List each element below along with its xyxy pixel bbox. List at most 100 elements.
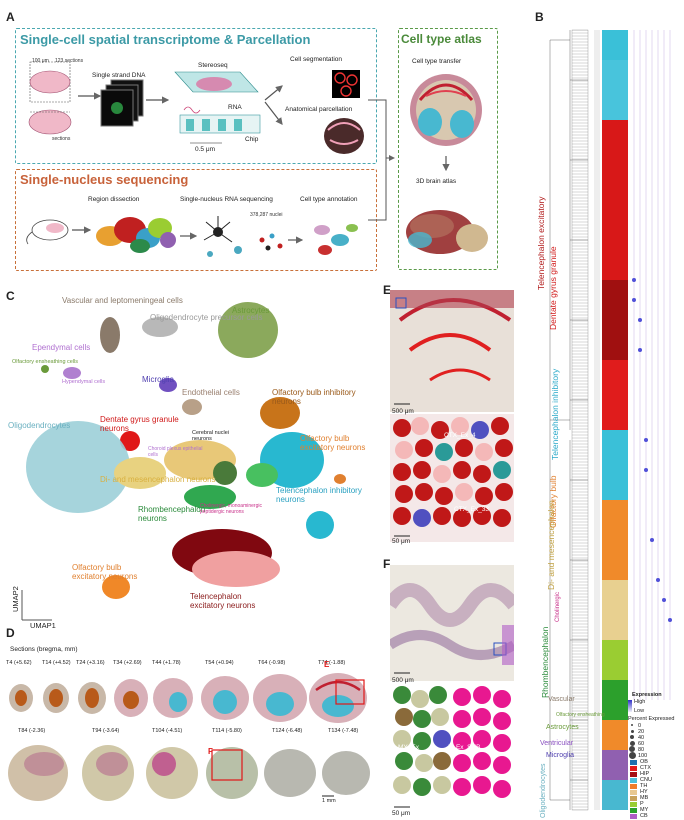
section-label-t54: T54 (+0.94): [205, 660, 234, 666]
brain-sketch-top: [28, 61, 72, 135]
label-celltransfer: Cell type transfer: [412, 58, 462, 65]
label-100um: 100 μm: [32, 58, 49, 64]
stereoseq-illustration: [174, 71, 261, 144]
cluster-oligo: Oligodendrocytes: [8, 421, 71, 430]
umap-clusters: [26, 302, 346, 599]
panel-label-a: A: [6, 10, 15, 24]
legend-region-label: OB: [640, 759, 648, 765]
section-label-t64: T64 (-0.98): [258, 660, 286, 666]
legend-region-label: CNU: [640, 777, 652, 783]
f-scale-top: 500 μm: [392, 677, 414, 684]
group-dimes: Di- and mesencephalon: [546, 500, 556, 590]
section-label-t34: T34 (+2.69): [113, 660, 142, 666]
legend-region-label: CTX: [640, 765, 651, 771]
panel-label-f: F: [383, 557, 391, 571]
legend-region-label: HIP: [640, 771, 650, 777]
legend-pct-label: 40: [638, 735, 645, 741]
label-cellseg: Cell segmentation: [290, 56, 343, 63]
cluster-region-bars: [602, 30, 628, 810]
spatial-box: [15, 28, 377, 164]
legend-pct-label: 100: [638, 753, 648, 759]
legend-region-label: HY: [640, 789, 648, 795]
legend-region-swatch: [630, 802, 637, 807]
section-label-t4: T4 (+5.62): [6, 660, 32, 666]
e-label-ctx4: CTX_Ex_4: [444, 432, 476, 439]
legend-region-label: MB: [640, 795, 649, 801]
cluster-microglia: Microglia: [142, 375, 175, 384]
spatial-title: Single-cell spatial transcriptome & Parc…: [20, 32, 311, 47]
label-sections: sections: [52, 136, 71, 142]
umap2-label: UMAP2: [11, 586, 20, 612]
cluster-olfexc2: Olfactory bulb excitatory neurons: [72, 563, 138, 581]
panel-f-images: [390, 565, 514, 813]
section-label-t84: T84 (-2.36): [18, 728, 46, 734]
group-rhomb: Rhombencephalon: [540, 626, 550, 698]
cluster-olfens: Olfactory ensheathing cells: [12, 359, 79, 365]
label-rna: RNA: [228, 104, 242, 111]
scale-1mm: 1 mm: [322, 798, 336, 804]
label-annotation: Cell type annotation: [300, 196, 358, 203]
atlas-title: Cell type atlas: [401, 32, 482, 46]
neuron-illustration: [203, 216, 242, 257]
label-chip: Chip: [245, 136, 259, 143]
legend-pct-title: Percent Expressed: [628, 716, 675, 722]
legend-pct-label: 80: [638, 747, 645, 753]
atlas-box: [398, 28, 498, 270]
sections-row2: [8, 745, 370, 801]
group-telinh: Telencephalon inhibitory: [550, 368, 560, 460]
cluster-hypend: Hypendymal cells: [62, 379, 106, 385]
legend-region-label: MY: [640, 807, 649, 813]
legend-region-swatch: [630, 808, 637, 813]
legend-region-label: CB: [640, 813, 648, 819]
label-stereoseq: Stereoseq: [198, 62, 228, 69]
label-region: Region dissection: [88, 196, 140, 203]
legend-region-swatch: [630, 784, 637, 789]
cluster-olfexc: Olfactory bulb excitatory neurons: [300, 434, 366, 452]
cluster-astro: Astrocytes: [232, 306, 270, 315]
legend-region-swatch: [630, 796, 637, 801]
panel-label-d: D: [6, 626, 15, 640]
legend-expr-title: Expression: [632, 692, 662, 698]
group-telexc: Telencephalon excitatory: [536, 196, 546, 290]
legend-pct-label: 20: [638, 729, 645, 735]
section-label-t74: T74 (-1.88): [318, 660, 346, 666]
group-microglia: Microglia: [546, 752, 575, 759]
section-label-t44: T44 (+1.78): [152, 660, 181, 666]
annotation-umap-thumb: [314, 224, 358, 255]
cluster-cnn: Cerebral nuclei neurons: [192, 430, 229, 442]
e-scale-top: 500 μm: [392, 408, 414, 415]
region-color-strip: [594, 30, 600, 810]
label-scale: 0.5 μm: [195, 146, 216, 153]
e-label-ctx33: CTX_Ex_33: [454, 506, 490, 513]
cell-type-transfer-brain: [410, 74, 482, 146]
cluster-dimes: Di- and mesencephalon neurons: [100, 475, 216, 484]
group-dentate: Dentate gyrus granule: [548, 246, 558, 330]
cluster-chol: Cholinergic, monoaminergic peptidergic n…: [200, 503, 262, 515]
group-ventr: Ventricular: [540, 740, 574, 747]
legend-region-swatch: [630, 772, 637, 777]
f-label-my: MY_Ex: [398, 744, 419, 751]
label-snrnaseq: Single-nucleus RNA sequencing: [180, 196, 273, 203]
legend-pct-dot: [629, 746, 635, 752]
panel-e-images: [390, 290, 514, 542]
legend-region-swatch: [630, 760, 637, 765]
region-dissection-brain: [96, 217, 176, 253]
cluster-chor: Choroid plexus epithelial cells: [148, 446, 203, 458]
legend-pct-dot: [631, 724, 633, 726]
cluster-telexc: Telencephalon excitatory neurons: [190, 592, 256, 610]
section-label-t94: T94 (-3.64): [92, 728, 120, 734]
sections-row1: [9, 673, 367, 723]
label-123-sections: 123 sections: [55, 58, 84, 64]
section-label-t134: T134 (-7.48): [328, 728, 359, 734]
nuclei-dots: [259, 233, 283, 251]
label-anatparc: Anatomical parcellation: [285, 106, 353, 113]
mouse-illustration: [26, 219, 69, 245]
cluster-telinh: Telencephalon inhibitory neurons: [276, 486, 362, 504]
legend-pct-dot: [630, 735, 634, 739]
panel-label-c: C: [6, 289, 15, 303]
section-label-t24: T24 (+3.16): [76, 660, 105, 666]
legend-pct-dot: [629, 740, 635, 746]
legend-region-label: P: [640, 801, 644, 807]
legend-region-swatch: [630, 766, 637, 771]
cluster-dentate: Dentate gyrus granule neurons: [100, 415, 179, 433]
